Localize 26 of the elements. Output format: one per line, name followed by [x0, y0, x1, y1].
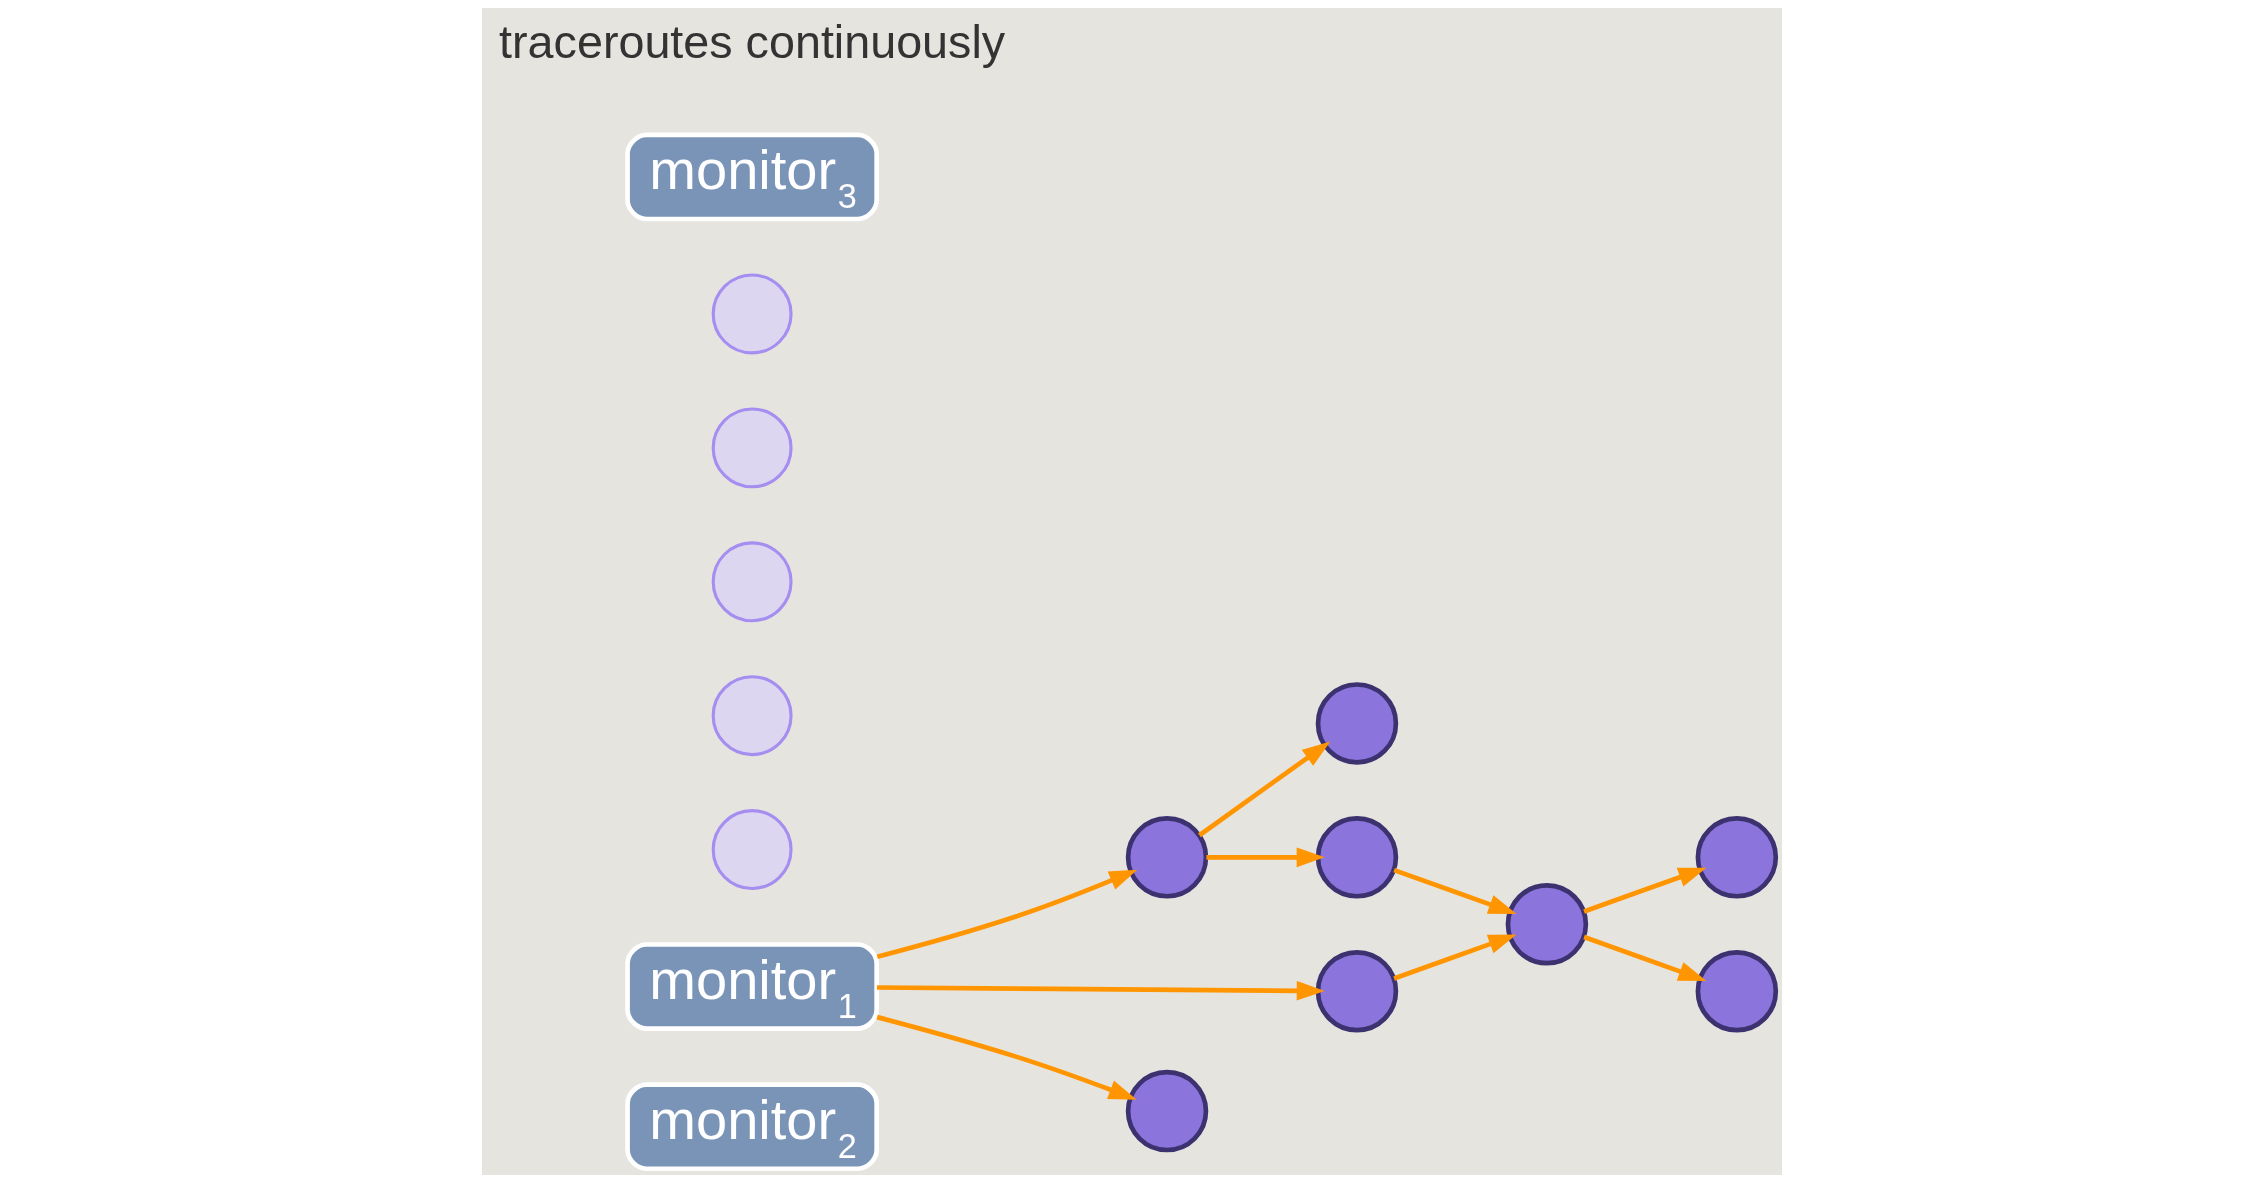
arrow — [876, 869, 1138, 959]
node-circle — [711, 675, 793, 757]
arrow — [876, 1014, 1137, 1100]
node-circle — [711, 541, 793, 623]
node-circle — [1125, 816, 1209, 899]
node-circle — [1695, 949, 1779, 1033]
node-circle — [711, 809, 793, 891]
node-circle — [1315, 949, 1399, 1033]
arrow — [1583, 934, 1707, 981]
node-box: monitor$_{3}$ — [625, 132, 879, 222]
node-circle — [711, 273, 793, 355]
node-circle — [711, 407, 793, 489]
node-circle — [1125, 1069, 1209, 1153]
node-circle — [1695, 816, 1779, 899]
node-circle — [1315, 682, 1399, 765]
arrow — [1393, 867, 1517, 914]
node-box: monitor$_{2}$ — [625, 1082, 879, 1172]
label: traceroutes continuously — [499, 15, 1006, 68]
node-circle — [1315, 816, 1399, 899]
node-circle — [1505, 883, 1589, 966]
arrow — [1583, 867, 1707, 914]
node-box: monitor$_{1}$ — [625, 942, 879, 1031]
arrow — [1206, 847, 1325, 868]
arrow — [1393, 934, 1517, 981]
arrow — [876, 980, 1325, 1001]
arrow — [1198, 741, 1331, 838]
